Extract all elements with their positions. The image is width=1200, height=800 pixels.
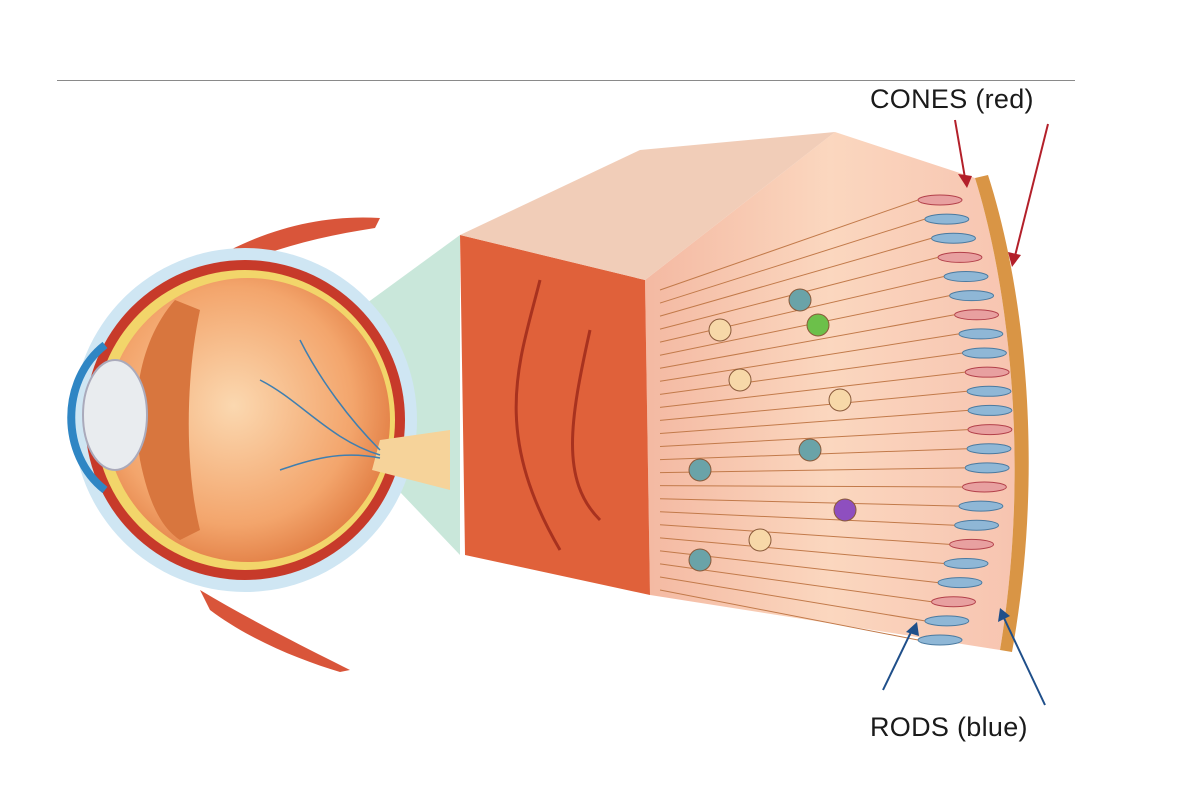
axon-line	[659, 314, 955, 369]
axon-line	[659, 524, 950, 545]
axon-line	[659, 390, 968, 421]
rod-cell	[961, 347, 1007, 359]
retina-cross-section	[460, 132, 1029, 652]
axon-line	[659, 537, 945, 564]
neuron-cell	[688, 458, 712, 482]
rod-cell	[917, 634, 963, 646]
axon-line	[659, 199, 919, 291]
axon-line	[659, 237, 932, 317]
neuron-cell	[828, 388, 852, 412]
axon-line	[659, 409, 968, 434]
axon-line	[659, 218, 925, 304]
pigment-epithelium	[975, 175, 1029, 652]
axon-line	[659, 576, 925, 622]
axon-line	[659, 352, 963, 395]
rod-cell	[930, 232, 976, 244]
neuron-cell	[728, 368, 752, 392]
neuron-cell	[806, 313, 830, 337]
cone-cell	[967, 424, 1013, 436]
neuron-cell	[798, 438, 822, 462]
rod-cell	[966, 385, 1012, 397]
axon-line	[659, 371, 966, 408]
rod-cell	[954, 519, 1000, 531]
choroid-face	[460, 235, 650, 595]
eye-muscle-bottom	[200, 590, 350, 672]
neuron-cell	[748, 528, 772, 552]
rod-cell	[924, 615, 970, 627]
cone-cell	[961, 481, 1007, 493]
rod-cell	[964, 462, 1010, 474]
neuron-cell	[688, 548, 712, 572]
rod-cell	[966, 443, 1012, 455]
rod-cell	[943, 271, 989, 283]
neuron-cell	[788, 288, 812, 312]
cones-label: CONES (red)	[870, 84, 1034, 114]
axon-line	[659, 511, 955, 526]
cone-cell	[917, 194, 963, 206]
top-divider-line	[57, 80, 1075, 81]
rod-cell	[924, 213, 970, 225]
rod-cell	[949, 290, 995, 302]
axon-line	[659, 589, 919, 641]
cone-cell	[937, 251, 983, 263]
rod-cell	[937, 577, 983, 589]
axon-line	[659, 333, 959, 382]
cones-arrows	[954, 119, 1049, 267]
optic-nerve	[372, 430, 450, 490]
neuron-cell	[833, 498, 857, 522]
rods-label: RODS (blue)	[870, 712, 1028, 742]
axon-line	[659, 429, 968, 448]
cone-cell	[954, 309, 1000, 321]
axon-line	[659, 485, 963, 488]
eye-lens	[82, 359, 148, 471]
rod-cell	[958, 500, 1004, 512]
cone-cell	[949, 538, 995, 550]
rod-cell	[943, 557, 989, 569]
rod-cell	[958, 328, 1004, 340]
cornea	[67, 341, 108, 494]
cone-cell	[964, 366, 1010, 378]
rod-cell	[967, 404, 1013, 416]
eyeball	[67, 248, 450, 592]
axon-line	[659, 498, 959, 507]
neuron-cell	[708, 318, 732, 342]
axon-line	[659, 295, 950, 356]
rods-arrows	[882, 608, 1046, 706]
cone-cell	[930, 596, 976, 608]
